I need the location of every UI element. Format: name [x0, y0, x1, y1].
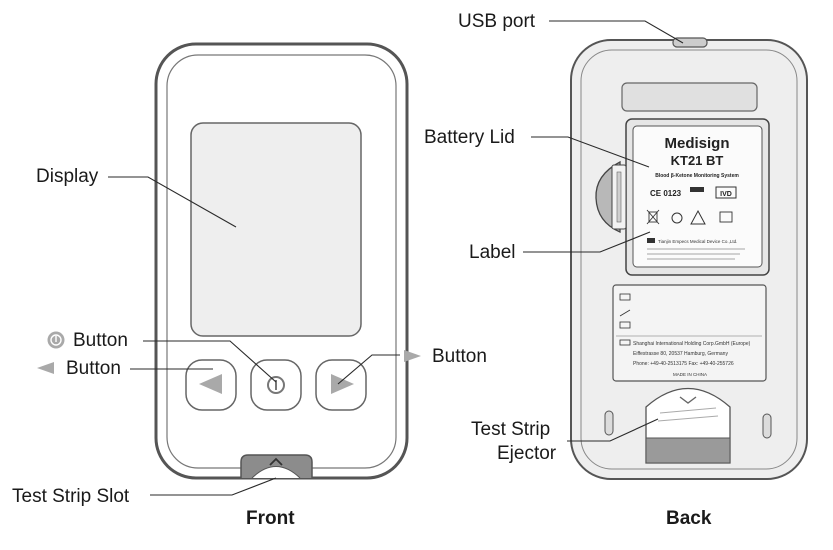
back-inner-rim — [580, 49, 798, 470]
ivd-text: IVD — [720, 191, 732, 198]
battery-lid-label: Battery Lid — [424, 127, 515, 148]
made-in: MADE IN CHINA — [673, 372, 707, 377]
right-button-label: Button — [432, 346, 487, 367]
ce-mark: CE 0123 — [650, 189, 682, 198]
back-device: Medisign KT21 BT Blood β-Ketone Monitori… — [570, 37, 808, 480]
rep-phone: Phone: +49-40-2513175 Fax: +49-40-255726 — [633, 361, 734, 367]
info-panel — [612, 284, 767, 382]
bin-icon — [648, 211, 658, 223]
label-manufacturer: Tianjin Empecs Medical Device Co.,Ltd. — [658, 239, 737, 244]
chevron-down-icon — [679, 396, 697, 404]
warning-icon — [690, 209, 706, 225]
back-caption: Back — [666, 508, 712, 529]
test-strip-ejector — [645, 388, 731, 464]
vent-slot — [621, 82, 758, 112]
test-strip-slot — [240, 454, 313, 479]
rep-name: Shanghai International Holding Corp.GmbH… — [633, 341, 751, 347]
label-label: Label — [469, 242, 516, 263]
front-device — [154, 42, 409, 480]
battery-icon — [690, 187, 704, 192]
date-icon — [619, 309, 631, 317]
front-caption: Front — [246, 508, 295, 529]
rep-address: Eiffestrasse 80, 20537 Hamburg, Germany — [633, 351, 728, 357]
left-button — [185, 359, 237, 411]
manual-icon — [719, 211, 733, 223]
chevron-up-icon — [269, 457, 283, 466]
left-button-label: Button — [66, 358, 121, 379]
label-brand: Medisign — [664, 135, 729, 152]
left-arrow-icon — [37, 362, 54, 374]
power-button — [250, 359, 302, 411]
display-label: Display — [36, 166, 99, 187]
right-grip — [762, 413, 772, 439]
sn-icon — [619, 293, 631, 301]
test-strip-slot-label: Test Strip Slot — [12, 486, 130, 507]
right-button — [315, 359, 367, 411]
power-button-label: Button — [73, 330, 128, 351]
back-annotations: USB port Battery Lid Label Test Strip Ej… — [424, 11, 712, 529]
biohazard-icon — [671, 212, 683, 224]
ivd-box — [715, 186, 737, 199]
power-icon — [267, 376, 285, 394]
label-symbols — [646, 209, 733, 225]
usb-port-label: USB port — [458, 11, 536, 32]
ejector-label-line2: Ejector — [497, 443, 557, 464]
right-button-label-group: Button — [404, 346, 487, 367]
front-annotations: Display Button Button Button Test Strip … — [12, 166, 487, 529]
usb-port — [672, 37, 708, 48]
device-label — [632, 125, 763, 268]
label-system: Blood β-Ketone Monitoring System — [655, 173, 739, 179]
left-arrow-icon — [199, 374, 222, 394]
right-arrow-icon — [404, 350, 421, 362]
left-grip — [604, 410, 614, 436]
left-button-label-group: Button — [37, 358, 121, 379]
factory-icon — [647, 238, 655, 243]
right-arrow-icon — [331, 374, 354, 394]
label-model: KT21 BT — [671, 153, 724, 168]
ec-rep-icon — [619, 339, 631, 346]
ejector-label-line1: Test Strip — [471, 419, 550, 440]
lot-icon — [619, 321, 631, 329]
display-screen — [190, 122, 362, 337]
power-button-label-group: Button — [47, 330, 128, 351]
